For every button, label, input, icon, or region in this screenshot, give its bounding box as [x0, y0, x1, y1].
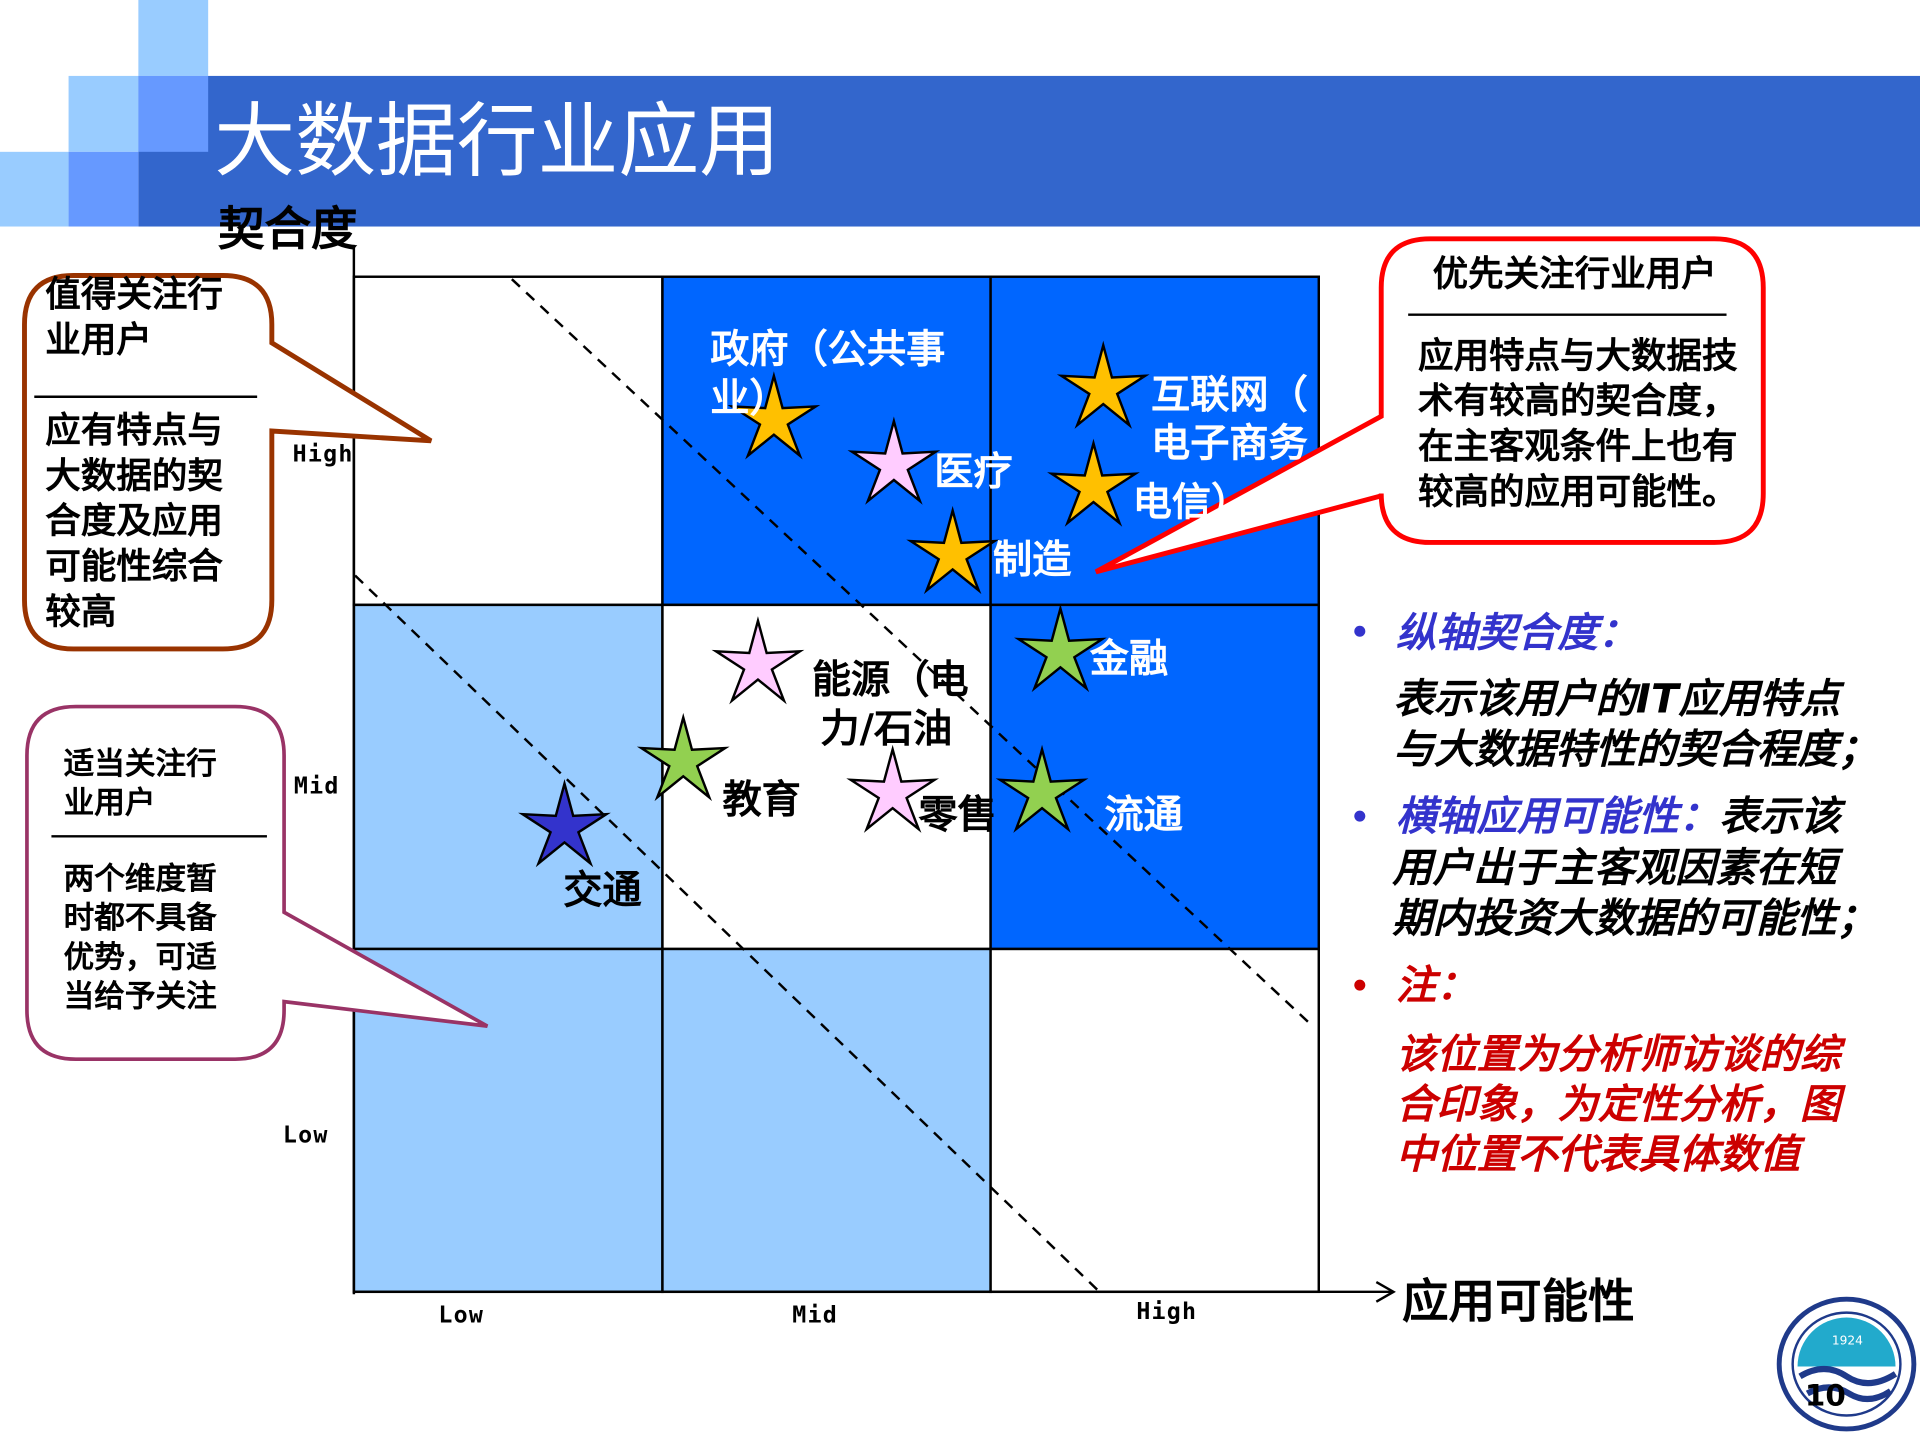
note-remark-head: 注： [1395, 961, 1477, 1009]
y-axis-title: 契合度 [217, 202, 358, 256]
x-tick-low: Low [438, 1301, 485, 1329]
callout-priority-title: 优先关注行业用户 [1432, 252, 1717, 294]
university-logo: 1924 [1776, 1296, 1917, 1432]
header-square [68, 151, 139, 227]
item-label-telecom: 电信） [1132, 478, 1251, 526]
matrix-cell [661, 603, 992, 951]
item-label-retail: 零售 [918, 791, 997, 838]
x-tick-high: High [1136, 1297, 1198, 1325]
callout-moderate-body: 两个维度暂时都不具备优势，可适当给予关注 [63, 860, 217, 1014]
matrix-cell [661, 947, 992, 1294]
note-horizontal-axis-body: 用户出于主客观因素在短期内投资大数据的可能性； [1392, 843, 1878, 942]
item-label-manufacturing: 制造 [993, 536, 1072, 583]
callout-moderate-shape [25, 704, 489, 1062]
x-axis-title: 应用可能性 [1402, 1274, 1635, 1329]
callout-priority-shape [1094, 236, 1766, 575]
item-label-education: 教育 [722, 776, 801, 823]
callout-worth-body: 应有特点与大数据的契合度及应用可能性综合较高 [45, 408, 223, 632]
svg-text:1924: 1924 [1832, 1333, 1863, 1347]
item-label-energy: 能源（电力/石油 [811, 656, 969, 752]
slide-title: 大数据行业应用 [214, 94, 781, 189]
item-label-logistics: 流通 [1104, 791, 1183, 838]
callout-priority-body: 应用特点与大数据技术有较高的契合度，在主客观条件上也有较高的应用可能性。 [1417, 334, 1738, 512]
item-label-government: 政府（公共事业） [710, 325, 946, 422]
callout-worth-title: 值得关注行业用户 [45, 273, 223, 361]
bullet-dot [1354, 625, 1366, 637]
page-number: 10 [1804, 1378, 1846, 1414]
item-label-internet: 互联网（电子商务 [1151, 371, 1308, 467]
note-remark-body: 该位置为分析师访谈的综合印象，为定性分析，图中位置不代表具体数值 [1395, 1029, 1841, 1178]
header-band [138, 75, 1920, 227]
star-icon [995, 744, 1089, 833]
note-vertical-axis-head: 纵轴契合度： [1395, 608, 1639, 657]
matrix-cell [989, 947, 1321, 1294]
star-icon [1047, 438, 1140, 527]
diagonal-line-upper [511, 278, 1314, 1028]
header-square [138, 0, 209, 76]
matrix-cell [352, 603, 664, 951]
x-axis-arrow-icon [1375, 1280, 1396, 1303]
y-tick-mid: Mid [293, 772, 340, 800]
star-icon [847, 416, 941, 505]
item-label-healthcare: 医疗 [934, 448, 1013, 495]
star-icon [711, 616, 805, 705]
x-tick-mid: Mid [792, 1301, 838, 1329]
header-square [138, 75, 209, 152]
y-tick-high: High [292, 440, 354, 468]
star-icon [727, 371, 821, 460]
star-icon [906, 505, 1000, 595]
star-icon [636, 712, 730, 802]
star-icon [1056, 340, 1150, 429]
callout-moderate-title: 适当关注行业用户 [63, 745, 217, 821]
note-horizontal-axis-head: 横轴应用可能性：表示该 [1395, 792, 1841, 841]
item-label-finance: 金融 [1089, 635, 1169, 683]
bullet-dot [1354, 810, 1366, 822]
note-vertical-axis-body: 表示该用户的IT应用特点与大数据特性的契合程度； [1393, 674, 1879, 773]
bullet-dot [1354, 979, 1366, 991]
header-square [68, 75, 139, 152]
diagonal-line-lower [354, 574, 1103, 1296]
item-label-transport: 交通 [563, 866, 642, 914]
y-tick-low: Low [282, 1121, 329, 1149]
star-icon [1014, 603, 1107, 693]
header-square [0, 151, 69, 227]
star-icon [846, 744, 940, 833]
callout-worth-shape [22, 273, 433, 652]
star-icon [518, 778, 611, 868]
